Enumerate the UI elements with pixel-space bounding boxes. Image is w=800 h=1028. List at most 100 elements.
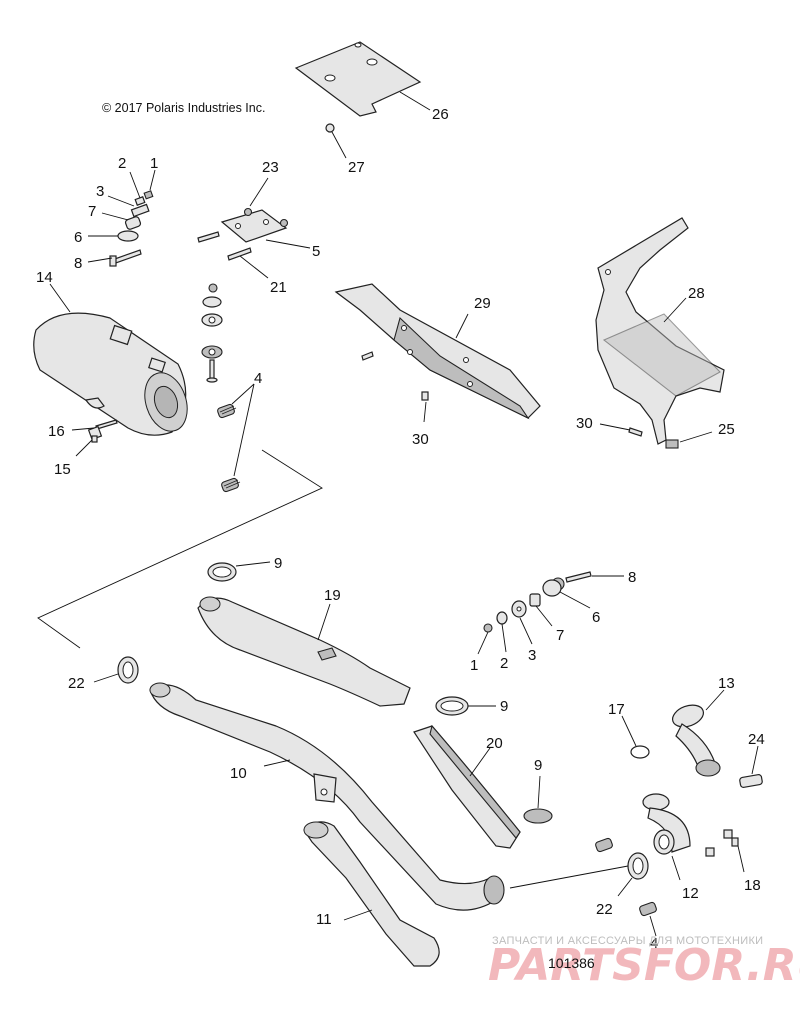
leader-2a bbox=[129, 171, 141, 199]
callout-17: 17 bbox=[608, 701, 625, 718]
document-number: 101386 bbox=[548, 955, 595, 971]
callout-8a: 8 bbox=[74, 255, 82, 272]
callout-25: 25 bbox=[718, 421, 735, 438]
callout-6b: 6 bbox=[592, 609, 600, 626]
part-4-spring-mid bbox=[595, 837, 613, 853]
callout-9a: 9 bbox=[274, 555, 282, 572]
leader-15 bbox=[75, 439, 93, 457]
leader-10 bbox=[263, 759, 291, 767]
leader-7b bbox=[535, 605, 553, 627]
part-4-spring-upper bbox=[217, 403, 237, 419]
leader-17 bbox=[621, 715, 637, 747]
leader-28 bbox=[663, 297, 687, 323]
callout-22a: 22 bbox=[68, 675, 85, 692]
leader-19 bbox=[317, 603, 331, 641]
leader-25 bbox=[679, 431, 713, 443]
copyright-text: © 2017 Polaris Industries Inc. bbox=[102, 101, 265, 115]
callout-30b: 30 bbox=[576, 415, 593, 432]
leader-3a bbox=[107, 195, 135, 207]
leader-3b bbox=[519, 617, 533, 645]
callout-7a: 7 bbox=[88, 203, 96, 220]
part-22-gasket-right bbox=[627, 852, 649, 880]
leader-11 bbox=[343, 909, 373, 921]
part-9-clamp-middle bbox=[435, 696, 469, 716]
hardware-stack-upper-left bbox=[109, 190, 154, 267]
callout-12: 12 bbox=[682, 885, 699, 902]
leader-30a bbox=[423, 401, 427, 423]
assembly-guide-line bbox=[37, 449, 323, 649]
callout-4b: 4 bbox=[650, 935, 658, 952]
hardware-stack-mid-right bbox=[483, 571, 592, 633]
part-12-elbow bbox=[642, 793, 691, 855]
callout-7b: 7 bbox=[556, 627, 564, 644]
part-4-spring-lower bbox=[221, 477, 241, 493]
callout-10: 10 bbox=[230, 765, 247, 782]
leader-4a-1 bbox=[231, 383, 255, 405]
leader-2b bbox=[501, 623, 507, 653]
callout-3a: 3 bbox=[96, 183, 104, 200]
part-16-pin bbox=[95, 419, 118, 430]
part-30-screw-right bbox=[628, 427, 643, 437]
isolator-stack bbox=[201, 283, 223, 383]
part-4-spring-lower-right bbox=[639, 901, 657, 917]
leader-16 bbox=[71, 427, 95, 431]
leader-30b bbox=[599, 423, 631, 431]
leader-22a bbox=[93, 673, 119, 683]
part-24-plug bbox=[739, 774, 763, 788]
part-17-gasket bbox=[630, 745, 650, 759]
callout-11: 11 bbox=[316, 911, 332, 928]
leader-4a-2 bbox=[233, 383, 255, 477]
callout-9b: 9 bbox=[500, 698, 508, 715]
callout-9c: 9 bbox=[534, 757, 542, 774]
part-28-heat-shield bbox=[595, 217, 725, 445]
callout-19: 19 bbox=[324, 587, 341, 604]
callout-2a: 2 bbox=[118, 155, 126, 172]
callout-23: 23 bbox=[262, 159, 279, 176]
callout-13: 13 bbox=[718, 675, 735, 692]
assembly-guide-line-2 bbox=[509, 865, 629, 889]
leader-26 bbox=[399, 91, 431, 111]
part-19-pipe-shield bbox=[197, 596, 411, 707]
leader-9a bbox=[235, 561, 271, 567]
leader-18 bbox=[737, 845, 745, 873]
part-26-heat-shield-plate bbox=[294, 41, 422, 117]
leader-12 bbox=[671, 855, 681, 881]
part-10-head-pipe bbox=[149, 682, 505, 911]
leader-9c bbox=[537, 775, 541, 809]
part-15-bolt bbox=[87, 425, 103, 443]
part-9-clamp-upper bbox=[207, 562, 237, 582]
leader-23 bbox=[249, 177, 269, 207]
callout-1b: 1 bbox=[470, 657, 478, 674]
leader-8a bbox=[87, 257, 113, 263]
part-22-gasket-left bbox=[117, 656, 139, 684]
leader-13 bbox=[705, 689, 725, 711]
leader-1a bbox=[149, 169, 156, 191]
callout-22b: 22 bbox=[596, 901, 613, 918]
callout-8b: 8 bbox=[628, 569, 636, 586]
leader-14 bbox=[49, 283, 71, 313]
part-29-heat-shield bbox=[334, 283, 541, 420]
part-20-shield bbox=[413, 724, 521, 849]
callout-15: 15 bbox=[54, 461, 71, 478]
callout-27: 27 bbox=[348, 159, 365, 176]
leader-27 bbox=[331, 131, 347, 159]
callout-21: 21 bbox=[270, 279, 287, 296]
leader-22b bbox=[617, 877, 633, 897]
leader-5 bbox=[265, 239, 311, 249]
callout-28: 28 bbox=[688, 285, 705, 302]
watermark-tagline: ЗАПЧАСТИ И АКСЕССУАРЫ ДЛЯ МОТОТЕХНИКИ bbox=[492, 935, 763, 947]
callout-2b: 2 bbox=[500, 655, 508, 672]
part-27-nut bbox=[325, 123, 335, 133]
callout-18: 18 bbox=[744, 877, 761, 894]
part-9-clamp-lower bbox=[523, 808, 553, 824]
leader-21 bbox=[239, 255, 269, 279]
part-14-muffler bbox=[33, 312, 188, 436]
leader-4b bbox=[649, 915, 657, 937]
leader-29 bbox=[455, 313, 469, 339]
watermark-logo: PARTSFOR.RU bbox=[488, 940, 800, 991]
part-5-bracket bbox=[197, 207, 289, 261]
part-13-flange bbox=[671, 704, 721, 777]
callout-1a: 1 bbox=[150, 155, 158, 172]
callout-5: 5 bbox=[312, 243, 320, 260]
